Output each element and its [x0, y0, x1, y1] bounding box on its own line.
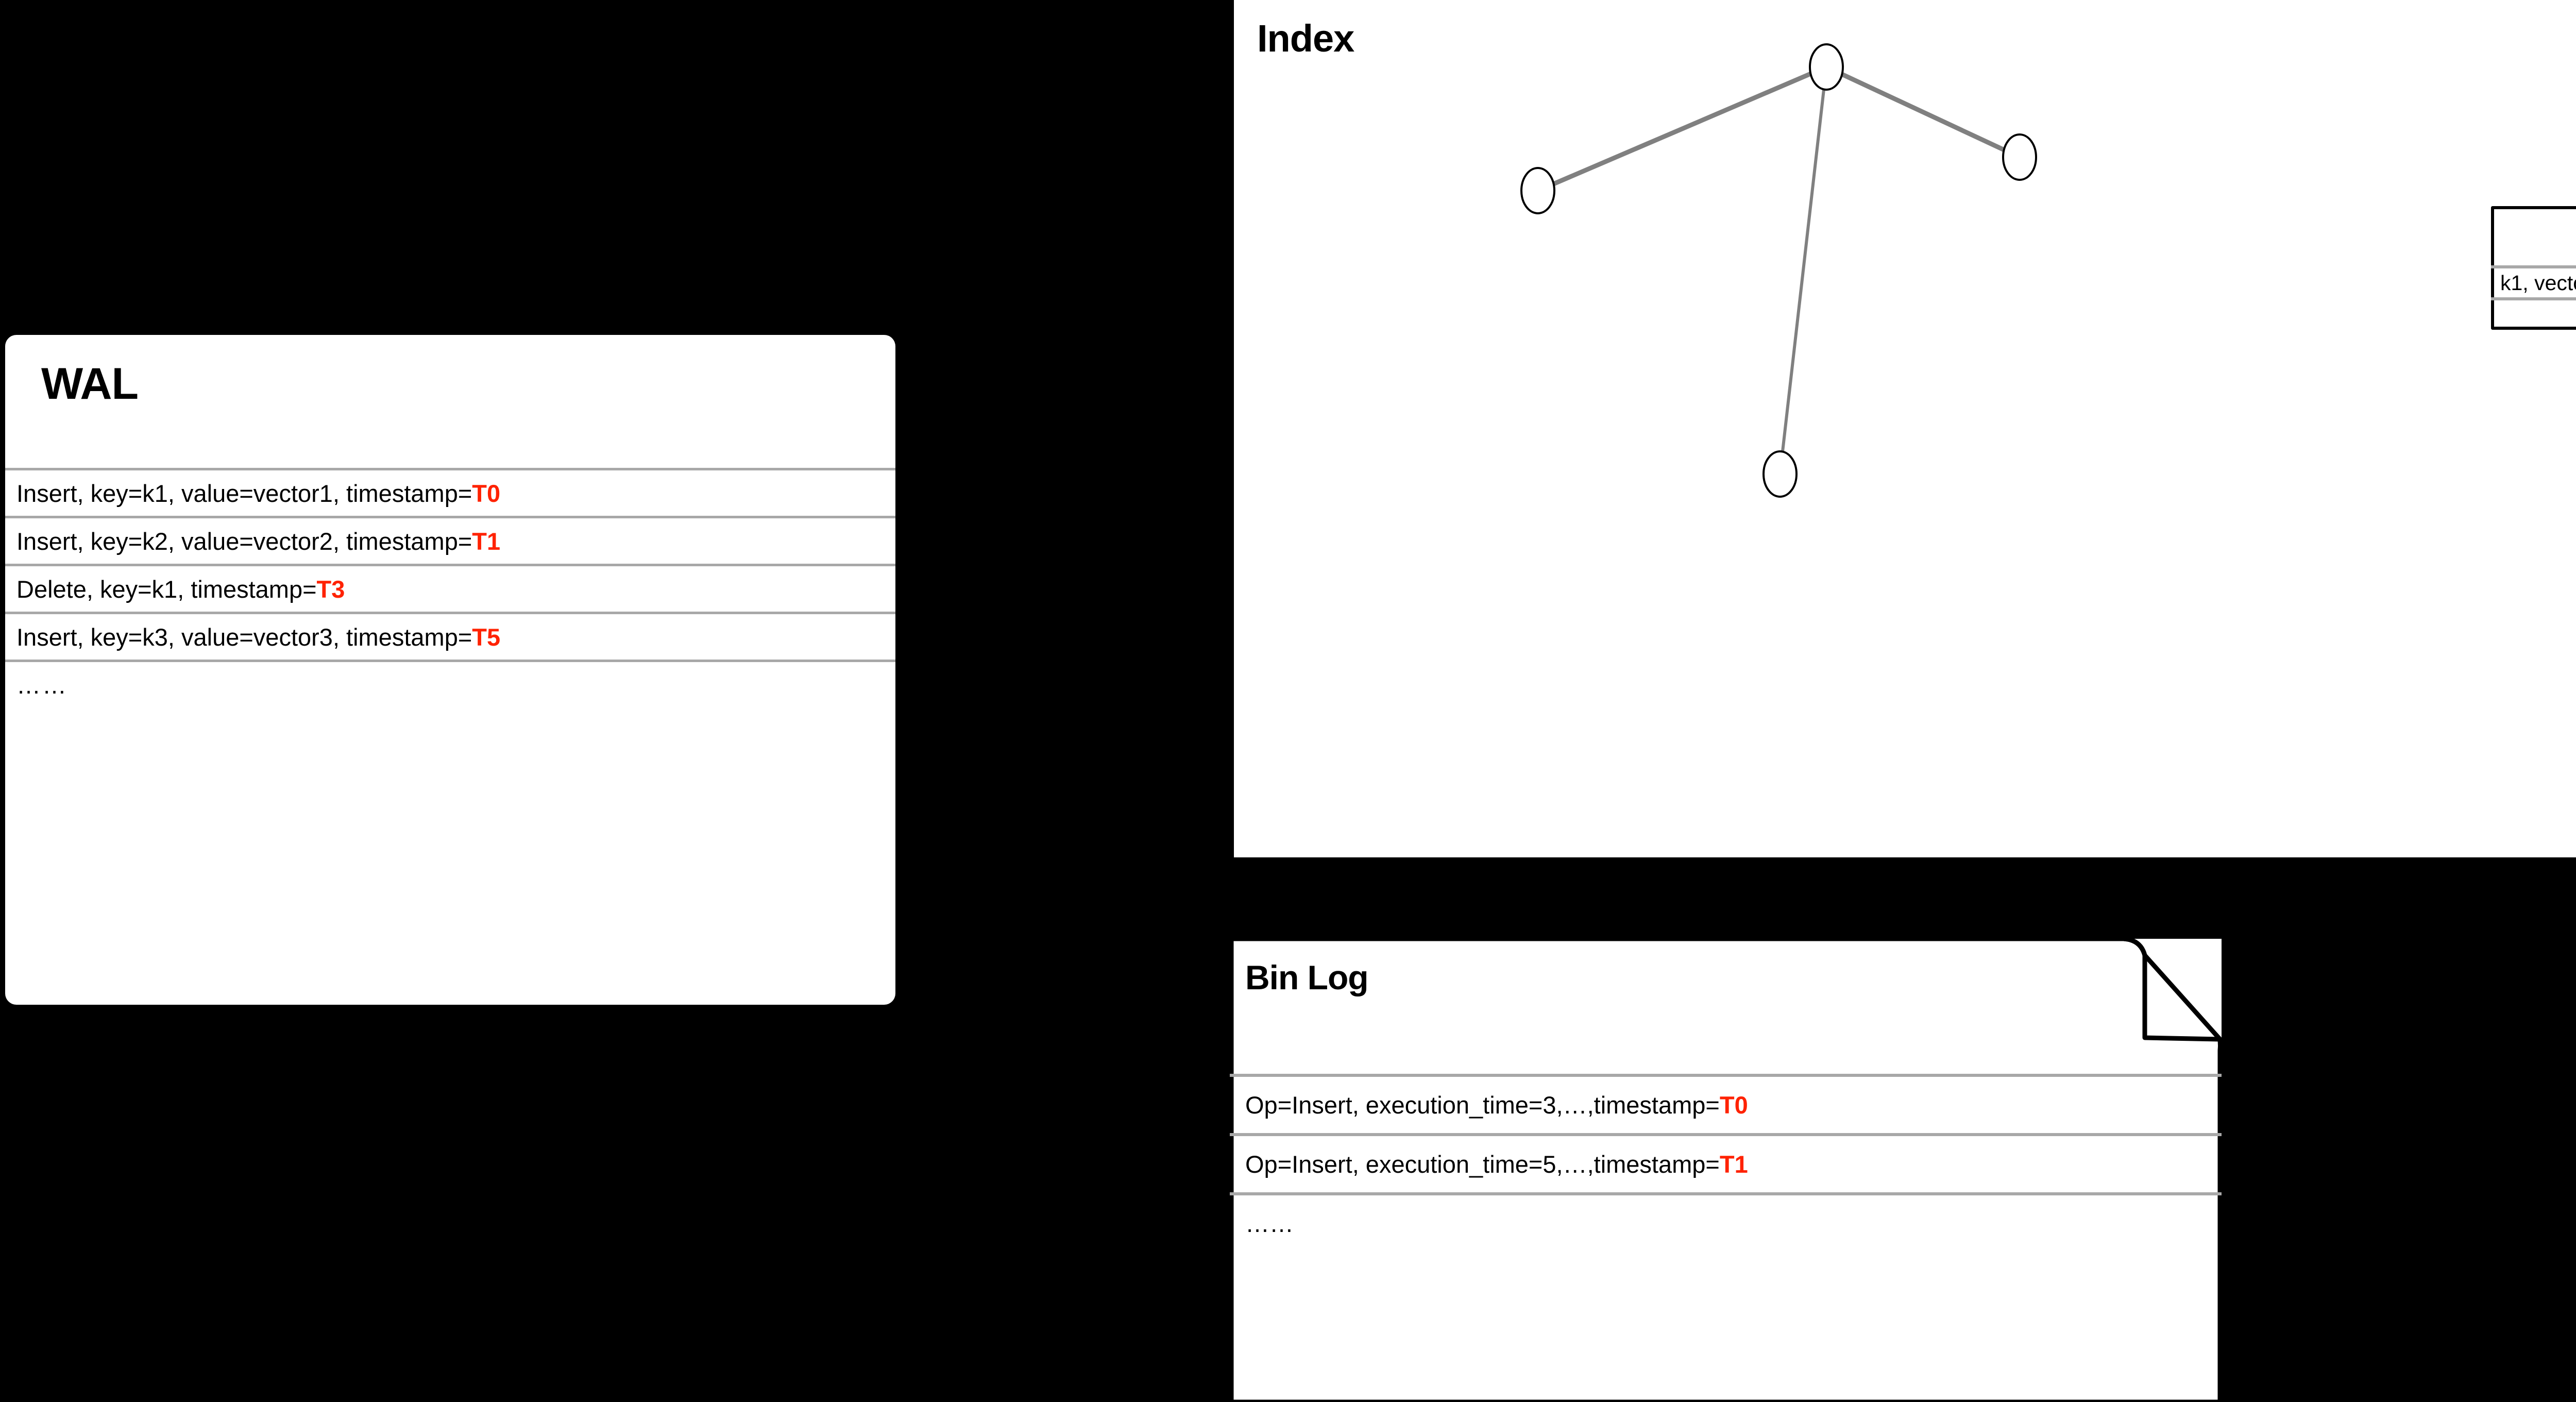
index-title: Index	[1257, 17, 1354, 60]
wal-row: ……	[5, 660, 895, 707]
wal-row: Delete, key=k1, timestamp=T3	[5, 564, 895, 612]
wal-row: Insert, key=k2, value=vector2, timestamp…	[5, 516, 895, 564]
timestamp-value: T1	[472, 527, 501, 555]
doc-row-text: Op=Insert, execution_time=3,…,timestamp=…	[1245, 1091, 1748, 1119]
bin-log-title: Bin Log	[1245, 958, 1369, 996]
timestamp-value: T1	[1719, 1151, 1748, 1178]
doc-ellipsis: ……	[1245, 1210, 1294, 1237]
doc-row-list: k1, vector1, timestamp=T0 ……	[2491, 265, 2576, 329]
tree-edge-root-right	[1825, 64, 2021, 160]
tree-node-root	[1809, 43, 1844, 91]
doc-row: Op=Insert, execution_time=3,…,timestamp=…	[1230, 1074, 2222, 1133]
wal-row-text: Insert, key=k2, value=vector2, timestamp…	[16, 527, 501, 555]
wal-row: Insert, key=k3, value=vector3, timestamp…	[5, 612, 895, 660]
wal-title: WAL	[41, 359, 139, 409]
index-tree-graph	[1520, 43, 2037, 498]
tree-node-right	[2002, 133, 2037, 181]
timestamp-value: T5	[472, 623, 501, 651]
wal-ellipsis: ……	[16, 671, 68, 699]
timestamp-value: T0	[472, 479, 501, 507]
tree-node-left	[1520, 167, 1555, 214]
index-leaf-k1: k1, vector1, timestamp=T0 ……	[2491, 206, 2576, 330]
wal-row-text: Insert, key=k1, value=vector1, timestamp…	[16, 479, 501, 507]
wal-row-text: Insert, key=k3, value=vector3, timestamp…	[16, 623, 501, 651]
bin-log-panel: Bin Log Op=Insert, execution_time=3,…,ti…	[1230, 939, 2222, 1402]
doc-row-text: k1, vector1, timestamp=T0	[2500, 271, 2576, 295]
doc-row: ……	[2491, 297, 2576, 329]
wal-row-list: Insert, key=k1, value=vector1, timestamp…	[5, 468, 895, 707]
timestamp-value: T3	[316, 575, 345, 603]
tree-node-middle	[1762, 450, 1798, 498]
doc-row-text: Op=Insert, execution_time=5,…,timestamp=…	[1245, 1151, 1748, 1178]
doc-outline-icon	[1230, 939, 2222, 1402]
tree-edge-root-left	[1537, 64, 1827, 193]
wal-row-text: Delete, key=k1, timestamp=T3	[16, 575, 345, 603]
wal-row: Insert, key=k1, value=vector1, timestamp…	[5, 468, 895, 516]
doc-row: Op=Insert, execution_time=5,…,timestamp=…	[1230, 1133, 2222, 1192]
wal-panel: WAL Insert, key=k1, value=vector1, times…	[5, 335, 895, 1005]
timestamp-value: T0	[1719, 1091, 1748, 1119]
doc-row: k1, vector1, timestamp=T0	[2491, 265, 2576, 297]
doc-row: ……	[1230, 1192, 2222, 1252]
doc-row-list: Op=Insert, execution_time=3,…,timestamp=…	[1230, 1074, 2222, 1252]
index-panel: Index k1, vector1, timestamp=T0 …	[1234, 0, 2576, 857]
tree-edge-root-middle	[1778, 66, 1828, 475]
